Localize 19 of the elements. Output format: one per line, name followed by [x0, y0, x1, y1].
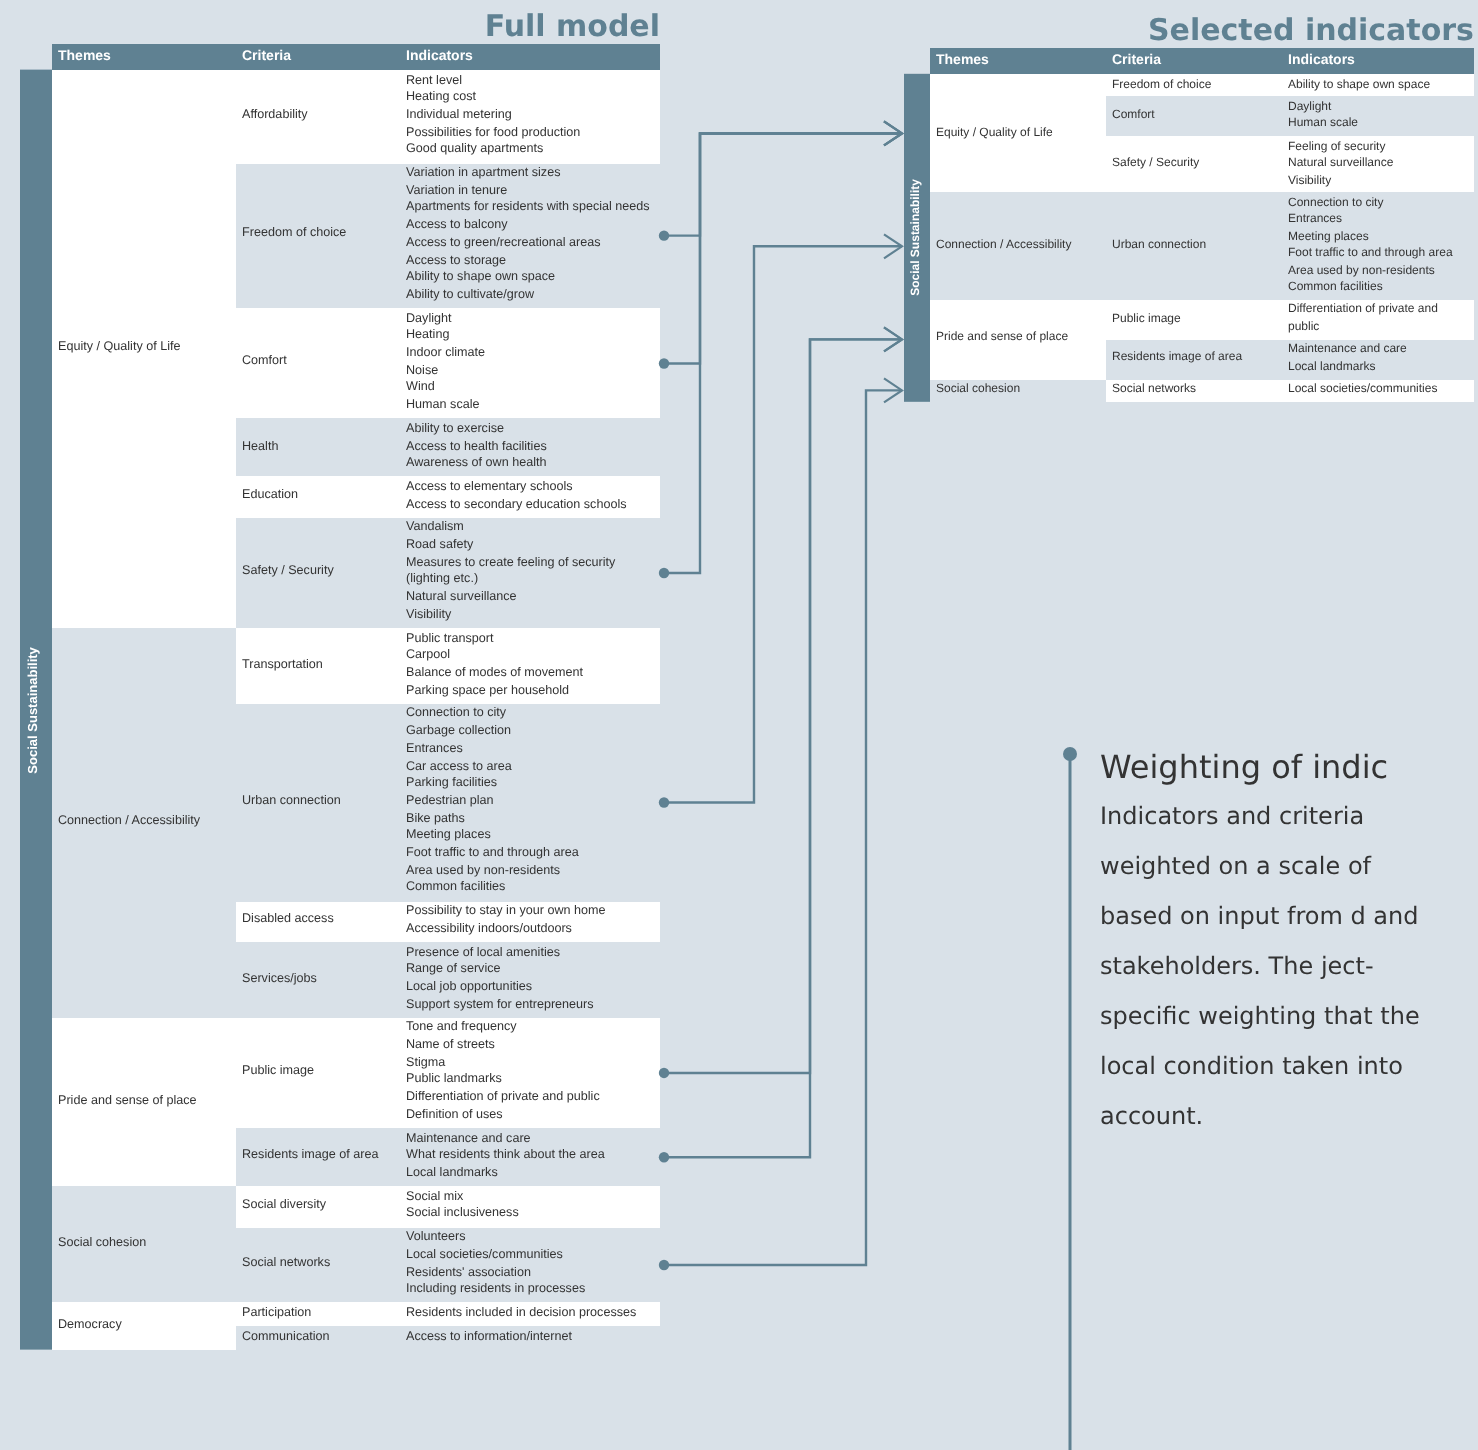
indicator-cell [1282, 299, 1474, 340]
indicator-cell [400, 901, 660, 943]
indicator-cell [400, 70, 660, 164]
indicator-cell [400, 476, 660, 518]
indicator-cell [1282, 74, 1474, 97]
section-title: Selected indicators [1145, 12, 1474, 48]
indicator-cell [1282, 379, 1474, 402]
indicator-cell [400, 308, 660, 419]
arrow [658, 120, 904, 579]
note-text: Indicators and criteria weighted on a scale of based on input from d and stakeholders. The ject-specific weighting that the local condition taken into account. [1100, 800, 1420, 1134]
indicator-cell [400, 628, 660, 704]
indicator-cell [400, 1186, 660, 1228]
indicator-cell [400, 1017, 660, 1129]
indicator-cell [1282, 136, 1474, 193]
note-heading: Weighting of indic [1100, 746, 1391, 790]
arrow [658, 377, 904, 1271]
arrow [658, 233, 904, 808]
indicator-cell [400, 1302, 660, 1327]
section-title: Full model [482, 8, 660, 44]
